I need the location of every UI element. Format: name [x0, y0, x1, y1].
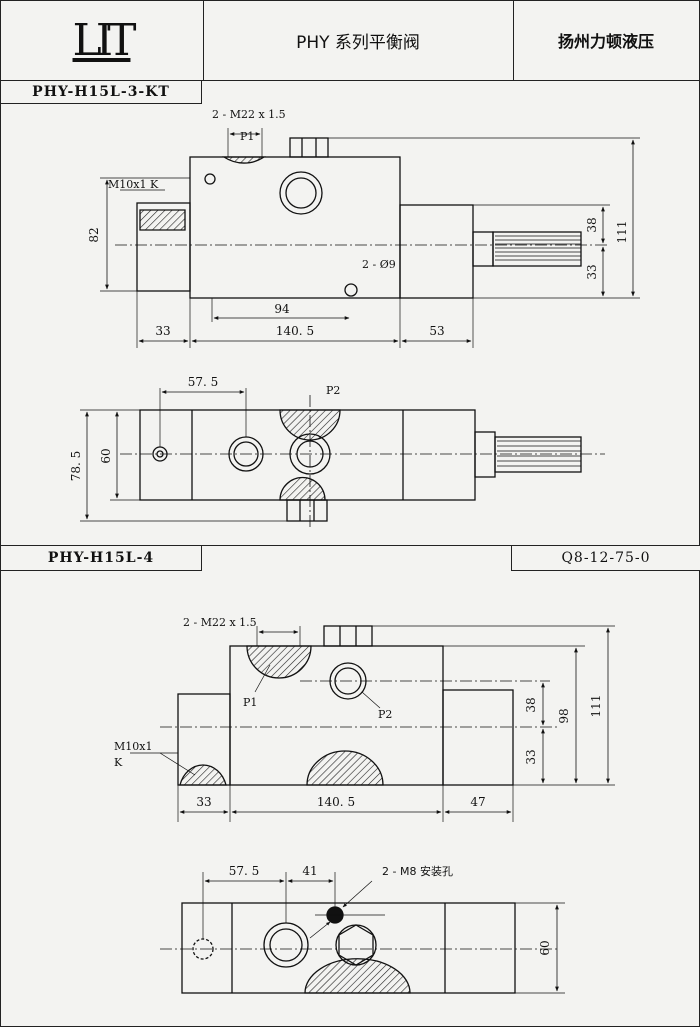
s1-mount-hole	[344, 283, 358, 297]
s1-dim-111: 111	[615, 221, 629, 244]
s2-hex-nut	[323, 625, 373, 647]
s2-front-view	[130, 625, 615, 822]
s1-dim-82: 82	[87, 227, 101, 242]
s2-dim-140-5: 140. 5	[317, 795, 355, 809]
s2-dim-38: 38	[524, 697, 538, 712]
page-title: PHY 系列平衡阀	[203, 0, 514, 81]
company-logo: LIT	[72, 14, 137, 66]
s1-top-view	[80, 388, 605, 530]
s2-plug-hatch	[179, 764, 227, 786]
model-label-1: PHY-H15L-3-KT	[0, 80, 202, 104]
s1-top-p2-label: P2	[326, 384, 340, 397]
s2-plug-label-a: M10x1	[114, 740, 152, 753]
s1-hole-label: 2 - Ø9	[362, 258, 396, 271]
s2-p1-label: P1	[243, 696, 257, 709]
section-divider	[0, 545, 700, 546]
s2-dim-98: 98	[557, 708, 571, 723]
s2-thread-label: 2 - M22 x 1.5	[183, 616, 257, 629]
s1-thread-label: 2 - M22 x 1.5	[212, 108, 286, 121]
s1-dim-38: 38	[585, 217, 599, 232]
s1-dim-140-5: 140. 5	[276, 324, 314, 338]
s1-dim-57-5: 57. 5	[188, 375, 219, 389]
s1-top-nut	[286, 499, 328, 522]
s1-plug-label: M10x1 K	[108, 178, 159, 191]
s2-dim-47: 47	[470, 795, 485, 809]
s1-dim-33: 33	[585, 264, 599, 279]
s1-port-p1	[221, 156, 267, 164]
s1-dim-78-5: 78. 5	[69, 451, 83, 482]
s2-dim-111: 111	[589, 695, 603, 718]
s1-hex-nut	[289, 137, 329, 158]
s1-dim-60: 60	[99, 448, 113, 463]
model-label-2: PHY-H15L-4	[0, 545, 202, 571]
s1-right-block	[399, 204, 474, 299]
s2-mount-label: 2 - M8 安装孔	[382, 864, 453, 878]
company-name: 扬州力顿液压	[513, 0, 699, 81]
s1-top-spline	[494, 436, 582, 473]
s2-top-view	[160, 872, 565, 994]
s2-port-p1	[246, 645, 312, 679]
s1-dim-33b: 33	[155, 324, 170, 338]
s2-dim-57-5: 57. 5	[229, 864, 260, 878]
s1-spline-shaft	[492, 231, 582, 267]
s2-p2-label: P2	[378, 708, 392, 721]
s1-port-p2	[285, 177, 317, 209]
s2-dim-41: 41	[302, 864, 317, 878]
s1-plug-hatch	[139, 209, 186, 231]
drawing-code: Q8-12-75-0	[511, 545, 700, 571]
s1-main-body	[189, 156, 401, 299]
s1-dim-94: 94	[274, 302, 290, 316]
s2-plug-label-b: K	[114, 756, 123, 769]
s2-dim-33: 33	[524, 749, 538, 764]
s1-dim-53: 53	[429, 324, 444, 338]
s2-dim-60: 60	[538, 940, 552, 955]
s1-left-block	[136, 202, 191, 292]
s1-p1-label: P1	[240, 130, 254, 143]
s2-dim-33b: 33	[196, 795, 211, 809]
s1-front-view	[100, 128, 640, 348]
s2-right-block	[442, 689, 514, 786]
